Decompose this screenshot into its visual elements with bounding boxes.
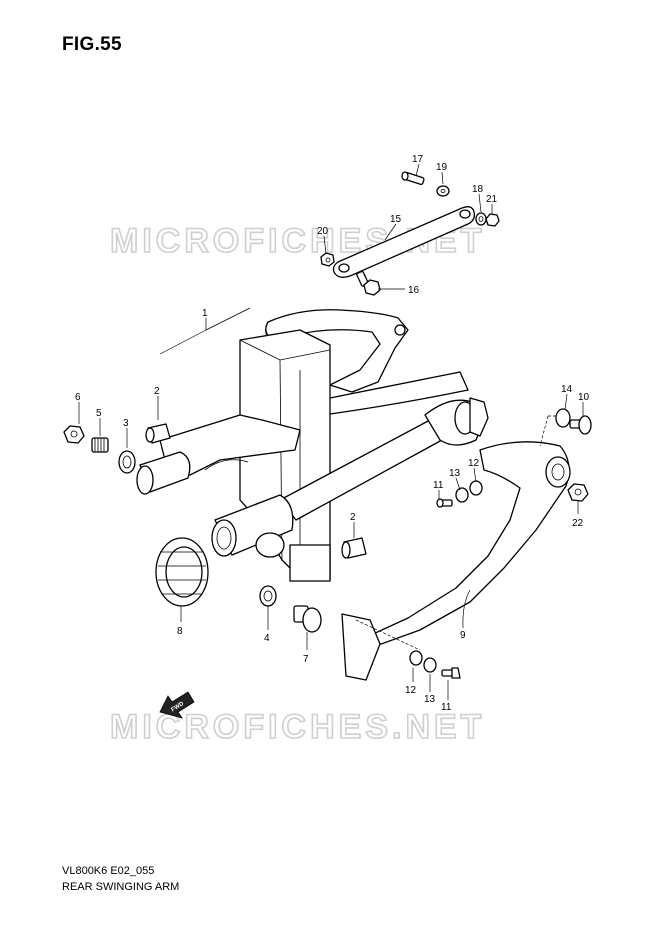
callout-1: 1 xyxy=(202,308,208,319)
callout-5: 5 xyxy=(96,408,102,419)
callout-4: 4 xyxy=(264,633,270,644)
callout-22: 22 xyxy=(572,518,584,529)
callout-labels: 1 2 2 3 4 5 6 7 8 9 10 11 11 12 12 13 13… xyxy=(75,154,590,713)
callout-13: 13 xyxy=(424,694,436,705)
callout-6: 6 xyxy=(75,392,81,403)
callout-13: 13 xyxy=(449,468,461,479)
callout-11: 11 xyxy=(433,480,444,491)
callout-17: 17 xyxy=(412,154,424,165)
callout-8: 8 xyxy=(177,626,183,637)
diagram-name: REAR SWINGING ARM xyxy=(62,881,180,893)
leader-lines xyxy=(78,163,584,700)
callout-12: 12 xyxy=(405,685,417,696)
callout-16: 16 xyxy=(408,285,420,296)
callout-11: 11 xyxy=(441,702,452,713)
callout-10: 10 xyxy=(578,392,590,403)
callout-2: 2 xyxy=(154,386,160,397)
callout-2: 2 xyxy=(350,512,356,523)
callout-20: 20 xyxy=(317,226,329,237)
model-code: VL800K6 E02_055 xyxy=(62,865,155,877)
small-parts xyxy=(63,408,592,679)
callout-9: 9 xyxy=(460,630,466,641)
callout-18: 18 xyxy=(472,184,484,195)
callout-15: 15 xyxy=(390,214,402,225)
callout-12: 12 xyxy=(468,458,480,469)
swing-arm-body xyxy=(136,309,571,681)
callout-14: 14 xyxy=(561,384,573,395)
callout-7: 7 xyxy=(303,654,309,665)
callout-3: 3 xyxy=(123,418,129,429)
figure-title: FIG.55 xyxy=(62,34,122,55)
torque-link-assembly xyxy=(320,171,500,296)
callout-21: 21 xyxy=(486,194,498,205)
callout-19: 19 xyxy=(436,162,448,173)
